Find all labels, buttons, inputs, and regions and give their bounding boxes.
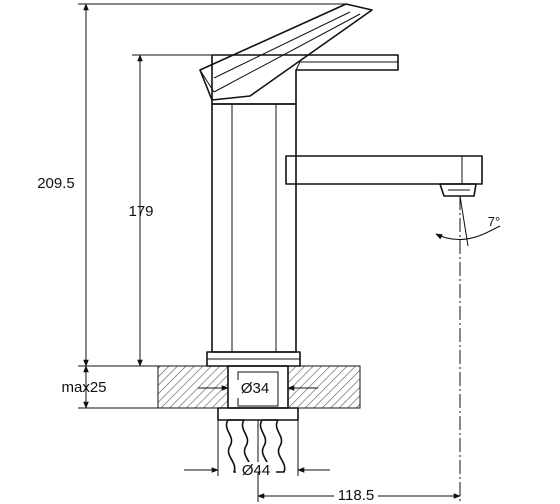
dim-spout-reach: 118.5 xyxy=(257,196,461,504)
spout-height-label: 179 xyxy=(128,203,153,220)
deck-thickness-label: max25 xyxy=(61,379,106,396)
mounting-hole-label: Ø34 xyxy=(241,380,269,397)
spout-reach-label: 118.5 xyxy=(338,487,374,504)
dim-aerator-angle: 7° xyxy=(435,195,501,247)
total-height-label: 209.5 xyxy=(37,175,75,192)
aerator-angle-label: 7° xyxy=(488,214,500,229)
dim-total-height: 209.5 xyxy=(37,3,345,367)
dim-spout-height: 179 xyxy=(128,54,212,367)
dim-deck-thickness: max25 xyxy=(61,365,158,409)
faucet-spout xyxy=(285,155,483,197)
dim-nut-diameter: Ø44 xyxy=(184,420,330,480)
nut-diameter-label: Ø44 xyxy=(242,462,270,479)
faucet-body xyxy=(199,3,399,367)
dim-mounting-hole: Ø34 xyxy=(198,380,318,398)
